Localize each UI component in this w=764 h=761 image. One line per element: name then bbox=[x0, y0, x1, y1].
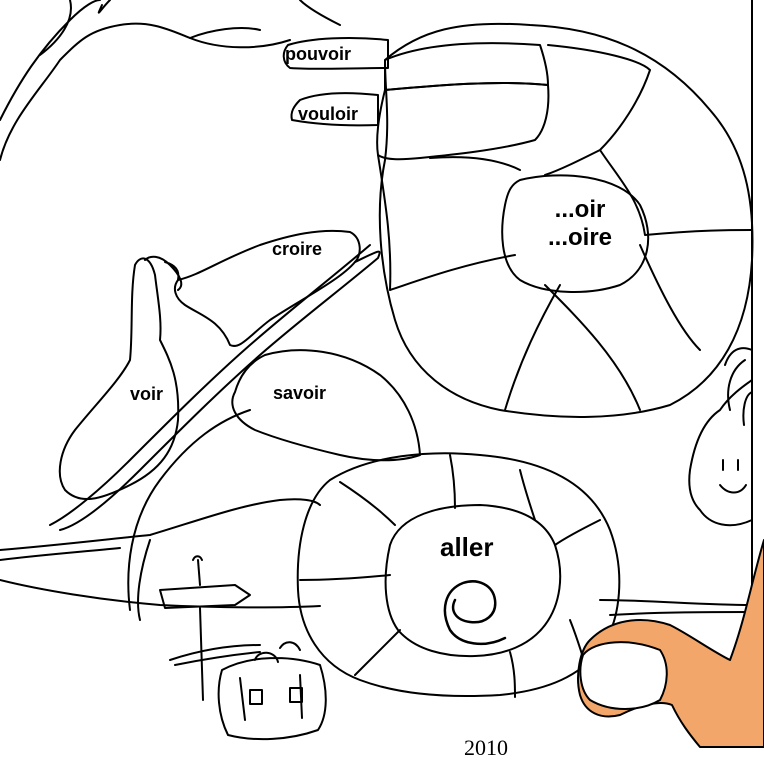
croire-blob bbox=[173, 229, 361, 347]
suitcase-buckle-right bbox=[289, 687, 303, 703]
ending-bubble bbox=[501, 174, 650, 293]
spiral-icon bbox=[443, 580, 507, 645]
smiling-face-icon bbox=[719, 459, 747, 494]
shell-lip-bottom bbox=[376, 81, 550, 161]
label-ending-oir: ...oir bbox=[554, 196, 606, 223]
label-ending-oire: ...oire bbox=[547, 223, 613, 251]
suitcase-icon bbox=[217, 641, 327, 741]
hand-nail bbox=[579, 641, 668, 710]
ending-labels: ...oir ...oire bbox=[530, 196, 630, 251]
voir-blob bbox=[58, 257, 180, 501]
vouloir-blob bbox=[290, 92, 379, 127]
label-savoir: savoir bbox=[273, 383, 327, 403]
label-aller: aller bbox=[440, 532, 494, 562]
pouvoir-blob bbox=[282, 36, 389, 70]
label-pouvoir: pouvoir bbox=[285, 44, 351, 64]
aller-segments bbox=[299, 454, 601, 698]
ground-lines bbox=[0, 498, 753, 666]
aller-shell-outline bbox=[296, 452, 621, 698]
left-curve bbox=[127, 409, 251, 611]
signpost-arrow-icon bbox=[159, 584, 251, 609]
upper-shell-outline bbox=[378, 22, 754, 418]
label-vouloir: vouloir bbox=[298, 104, 359, 124]
diagonal-stripe bbox=[49, 244, 381, 531]
signpost-pole bbox=[192, 555, 204, 701]
savoir-blob bbox=[231, 349, 421, 462]
aller-inner-ring bbox=[384, 504, 562, 658]
croire-stem bbox=[144, 255, 183, 291]
label-croire: croire bbox=[272, 239, 323, 259]
label-voir: voir bbox=[130, 384, 164, 404]
footer-year: 2010 bbox=[464, 735, 508, 760]
rock-outline-2 bbox=[189, 0, 341, 39]
rock-outline bbox=[0, 0, 291, 161]
suitcase-buckle-left bbox=[249, 689, 263, 705]
shell-segments bbox=[377, 44, 753, 411]
right-snail-antenna bbox=[724, 347, 753, 426]
right-snail-body bbox=[688, 379, 753, 527]
